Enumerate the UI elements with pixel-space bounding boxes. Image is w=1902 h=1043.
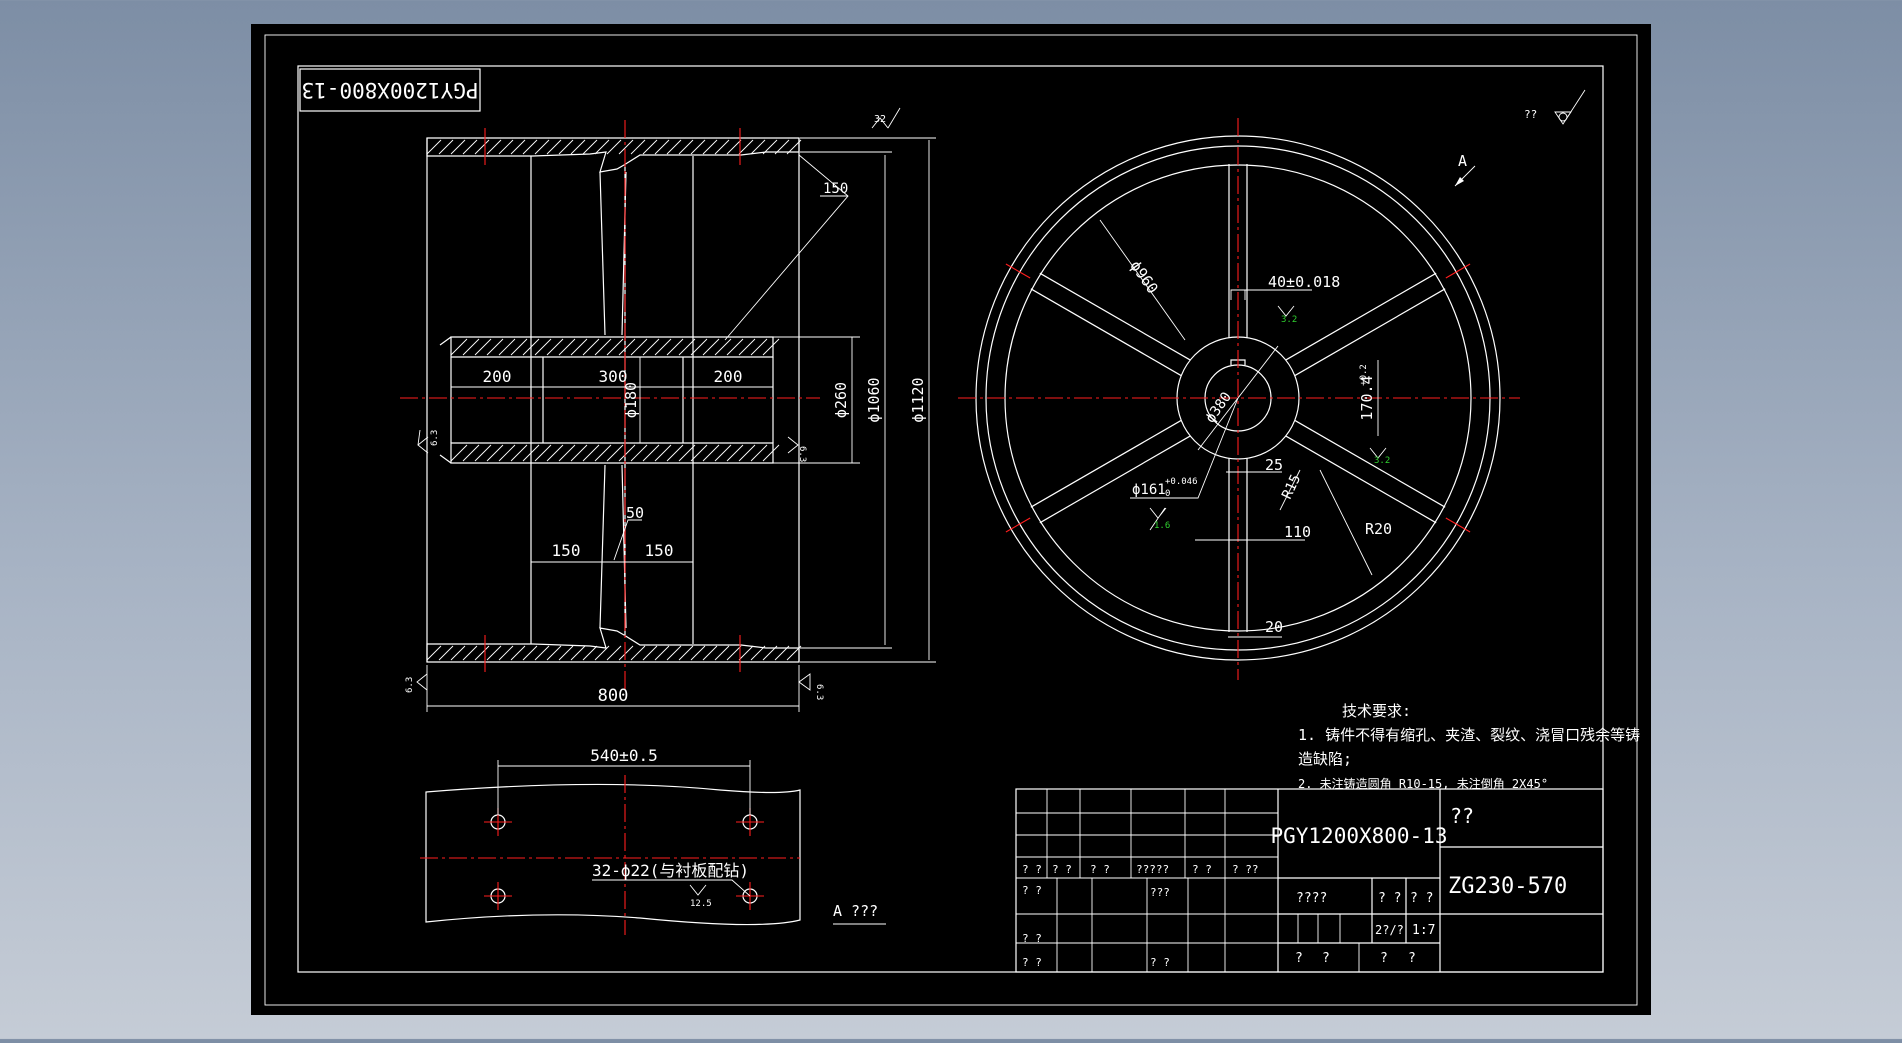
section-a-view: 540±0.5 32-ϕ22(与衬板配钻) 12.5 A ??? — [420, 746, 886, 935]
roughness-symbol-top: 32 — [871, 107, 901, 129]
title-block-cell: ? ?? — [1232, 863, 1259, 876]
svg-text:????: ???? — [1296, 891, 1327, 906]
svg-text:200: 200 — [714, 367, 743, 386]
svg-text:40±0.018: 40±0.018 — [1268, 273, 1340, 291]
svg-text:25: 25 — [1265, 456, 1283, 474]
svg-text:? ?: ? ? — [1410, 891, 1433, 906]
roughness-keyway: 3.2 — [1277, 305, 1297, 325]
svg-text:??: ?? — [1524, 108, 1537, 121]
hub-section-hatching — [450, 336, 780, 464]
svg-text:110: 110 — [1284, 523, 1311, 541]
title-block-cell: ? ? — [1192, 863, 1212, 876]
svg-text:???: ??? — [1150, 886, 1170, 899]
roughness-holes: 12.5 — [689, 884, 712, 909]
svg-text:A: A — [1458, 152, 1467, 170]
title-block: PGY1200X800-13 ?? ZG230-570 ? ?? ?? ????… — [1015, 788, 1604, 973]
svg-text:3.2: 3.2 — [1281, 315, 1297, 325]
svg-text:?: ? — [1295, 951, 1303, 966]
title-block-cell: ? ? — [1022, 863, 1042, 876]
svg-text:ϕ1060: ϕ1060 — [865, 377, 883, 422]
svg-text:200: 200 — [483, 367, 512, 386]
svg-text:20: 20 — [1265, 618, 1283, 636]
svg-text:32: 32 — [874, 114, 886, 125]
rim-section-hatching — [426, 137, 802, 663]
svg-text:R20: R20 — [1365, 520, 1392, 538]
svg-text:150: 150 — [823, 181, 848, 197]
svg-text:?: ? — [1380, 951, 1388, 966]
svg-text:300: 300 — [599, 367, 628, 386]
roughness-key-depth: 3.2 — [1369, 447, 1390, 466]
svg-text:ϕ180: ϕ180 — [622, 382, 640, 418]
svg-text:ϕ260: ϕ260 — [832, 382, 850, 418]
svg-text:A ???: A ??? — [833, 902, 878, 920]
title-block-cell: ????? — [1136, 863, 1169, 876]
svg-text:PGY1200X800-13: PGY1200X800-13 — [301, 78, 478, 102]
svg-text:? ?: ? ? — [1022, 932, 1042, 945]
svg-text:6.3: 6.3 — [814, 684, 824, 700]
svg-text:150: 150 — [552, 541, 581, 560]
svg-text:150: 150 — [645, 541, 674, 560]
svg-text:?: ? — [1408, 951, 1416, 966]
roughness-symbol-bottom-right: 6.3 — [798, 673, 824, 700]
roughness-symbol-bottom-left: 6.3 — [405, 673, 428, 693]
svg-text:ϕ161: ϕ161 — [1132, 482, 1166, 498]
roughness-symbol-right: 6.3 — [787, 436, 807, 462]
inner-border — [297, 65, 1604, 973]
svg-text:540±0.5: 540±0.5 — [590, 746, 657, 765]
svg-text:? ?: ? ? — [1150, 956, 1170, 969]
svg-text:? ?: ? ? — [1022, 956, 1042, 969]
svg-text:ZG230-570: ZG230-570 — [1448, 874, 1567, 899]
svg-text:ϕ1120: ϕ1120 — [909, 377, 927, 422]
svg-text:??: ?? — [1450, 804, 1474, 828]
svg-text:2?/?: 2?/? — [1375, 923, 1404, 937]
svg-text:32-ϕ22(与衬板配钻): 32-ϕ22(与衬板配钻) — [592, 861, 749, 880]
svg-text:2. 未注铸造圆角 R10-15, 未注倒角 2X45°: 2. 未注铸造圆角 R10-15, 未注倒角 2X45° — [1298, 776, 1548, 791]
roughness-bore: 1.6 — [1149, 507, 1170, 531]
svg-text:造缺陷;: 造缺陷; — [1298, 750, 1352, 768]
side-view: 200 300 200 ϕ180 ϕ260 ϕ1060 ϕ1120 150 15… — [400, 107, 936, 712]
svg-text:PGY1200X800-13: PGY1200X800-13 — [1270, 824, 1447, 848]
svg-text:6.3: 6.3 — [797, 446, 807, 462]
svg-text:170.4: 170.4 — [1358, 375, 1376, 420]
svg-text:50: 50 — [626, 504, 644, 522]
technical-notes: 技术要求: 1. 铸件不得有缩孔、夹渣、裂纹、浇冒口残余等铸 造缺陷; 2. 未… — [1298, 702, 1640, 791]
svg-text:+0.2: +0.2 — [1359, 364, 1369, 386]
svg-text:1. 铸件不得有缩孔、夹渣、裂纹、浇冒口残余等铸: 1. 铸件不得有缩孔、夹渣、裂纹、浇冒口残余等铸 — [1298, 726, 1640, 744]
svg-text:?: ? — [1322, 951, 1330, 966]
svg-text:+0.046: +0.046 — [1165, 477, 1198, 487]
mirrored-part-code: PGY1200X800-13 — [299, 68, 481, 112]
svg-text:12.5: 12.5 — [690, 899, 712, 909]
svg-text:0: 0 — [1165, 489, 1170, 499]
svg-text:? ?: ? ? — [1022, 884, 1042, 897]
corner-roughness-symbol: ?? — [1524, 89, 1586, 125]
svg-text:1.6: 1.6 — [1154, 521, 1170, 531]
title-block-cell: ? ? — [1090, 863, 1110, 876]
svg-text:800: 800 — [598, 686, 629, 706]
svg-text:3.2: 3.2 — [1374, 456, 1390, 466]
front-view: ϕ960 40±0.018 3.2 ϕ380 170.4 +0.2 3.2 ϕ1… — [958, 89, 1586, 680]
roughness-symbol-left: 6.3 — [417, 430, 440, 454]
title-block-cell: ? ? — [1052, 863, 1072, 876]
svg-text:1:7: 1:7 — [1412, 923, 1435, 938]
svg-text:6.3: 6.3 — [430, 430, 440, 446]
svg-text:6.3: 6.3 — [405, 677, 415, 693]
svg-text:技术要求:: 技术要求: — [1342, 702, 1411, 720]
drawing-sheet — [251, 24, 1651, 1015]
view-arrow-a: A — [1454, 152, 1476, 187]
svg-text:? ?: ? ? — [1378, 891, 1401, 906]
outer-border — [264, 34, 1638, 1006]
